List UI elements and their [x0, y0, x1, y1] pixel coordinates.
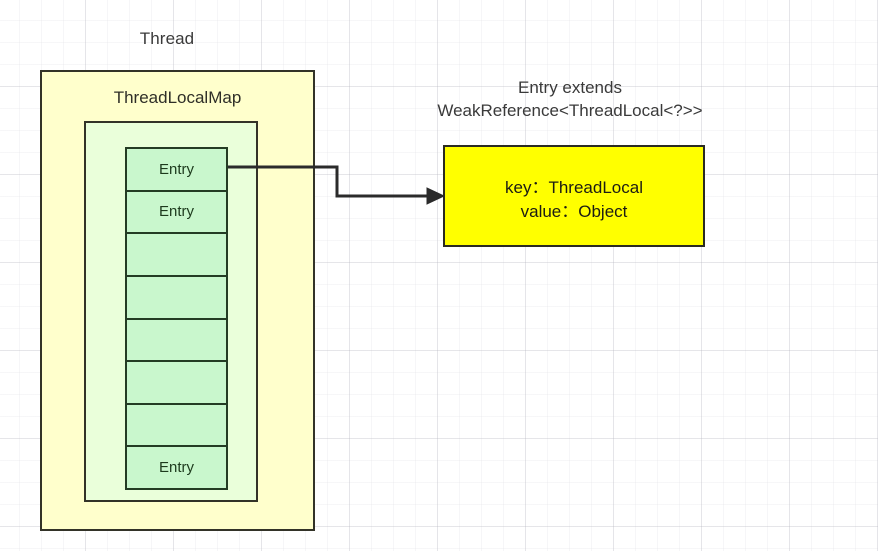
- entry-value-line: value：Object: [520, 202, 628, 221]
- table-row: Entry: [127, 191, 226, 235]
- entry-extends-caption: Entry extends WeakReference<ThreadLocal<…: [400, 76, 740, 122]
- table-row: [127, 319, 226, 363]
- entry-table: Entry Entry Entry: [125, 147, 228, 490]
- table-row: Entry: [127, 447, 226, 488]
- entry-detail-box: key：ThreadLocal value：Object: [443, 145, 705, 247]
- entry-key-line: key：ThreadLocal: [505, 178, 643, 197]
- table-row: [127, 362, 226, 405]
- arrow-head-icon: [426, 187, 446, 205]
- caption-line-2: WeakReference<ThreadLocal<?>>: [437, 101, 703, 120]
- table-row: Entry: [127, 149, 226, 192]
- thread-label: Thread: [139, 29, 195, 48]
- caption-line-1: Entry extends: [518, 78, 622, 97]
- threadlocalmap-label: ThreadLocalMap: [113, 88, 242, 107]
- table-row: [127, 234, 226, 277]
- table-row: [127, 404, 226, 448]
- table-row: [127, 276, 226, 320]
